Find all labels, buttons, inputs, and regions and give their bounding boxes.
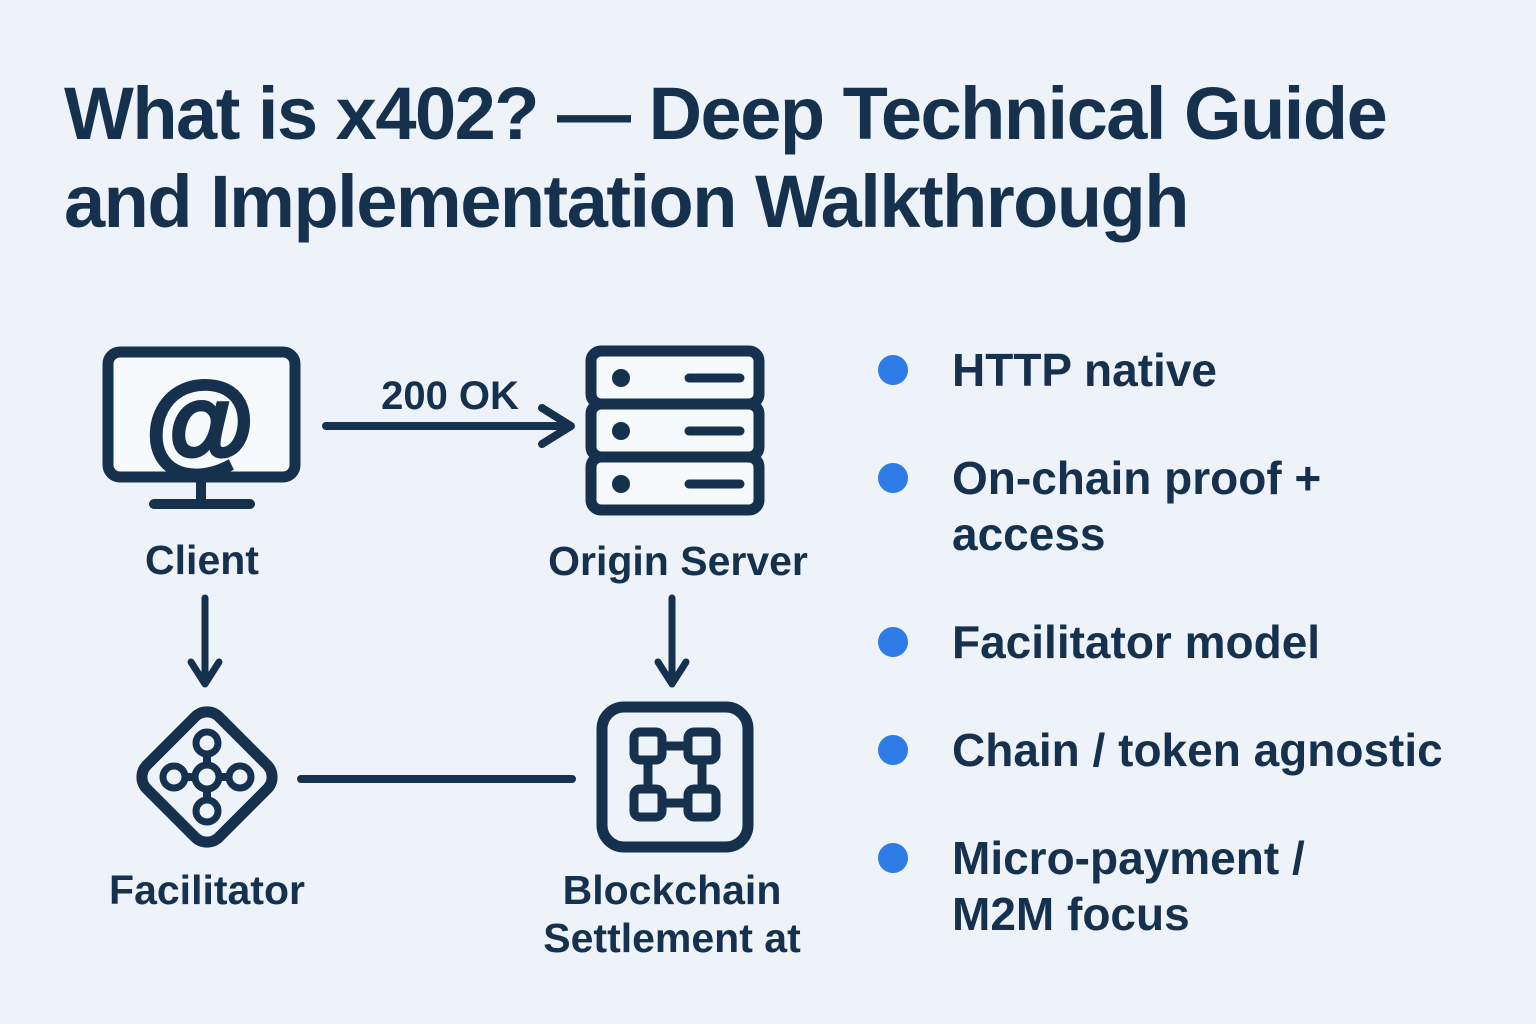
bullet-dot-icon	[878, 627, 908, 657]
bullet-text: Micro-payment / M2M focus	[952, 832, 1305, 940]
blockchain-icon	[596, 701, 754, 853]
list-item: Micro-payment / M2M focus	[878, 830, 1498, 942]
bullet-text: HTTP native	[952, 344, 1217, 396]
http-200-ok-edge-label: 200 OK	[381, 374, 519, 418]
list-item: HTTP native	[878, 342, 1498, 398]
page-title-line1: What is x402? — Deep Technical Guide	[64, 72, 1388, 155]
client-to-facilitator-arrow	[187, 594, 223, 688]
page-title: What is x402? — Deep Technical Guide and…	[64, 70, 1388, 246]
client-monitor-icon: @	[102, 346, 301, 509]
list-item: Facilitator model	[878, 614, 1498, 670]
bullet-dot-icon	[878, 355, 908, 385]
origin-server-node-label: Origin Server	[548, 538, 808, 584]
bullet-text: Chain / token agnostic	[952, 724, 1443, 776]
feature-bullet-list: HTTP native On-chain proof + access Faci…	[878, 342, 1498, 942]
page-title-line2: and Implementation Walkthrough	[64, 160, 1189, 243]
origin-server-icon	[585, 345, 765, 516]
client-to-origin-arrow	[322, 404, 575, 448]
bullet-text: On-chain proof + access	[952, 452, 1322, 560]
facilitator-diamond-icon	[136, 706, 278, 848]
origin-to-blockchain-arrow	[654, 594, 690, 688]
at-icon: @	[145, 360, 254, 485]
client-node-label: Client	[145, 537, 259, 583]
bullet-dot-icon	[878, 843, 908, 873]
list-item: Chain / token agnostic	[878, 722, 1498, 778]
list-item: On-chain proof + access	[878, 450, 1498, 562]
facilitator-node-label: Facilitator	[109, 867, 305, 913]
bullet-text: Facilitator model	[952, 616, 1321, 668]
blockchain-node-label: Blockchain Settlement at	[543, 867, 801, 961]
bullet-dot-icon	[878, 735, 908, 765]
bullet-dot-icon	[878, 463, 908, 493]
